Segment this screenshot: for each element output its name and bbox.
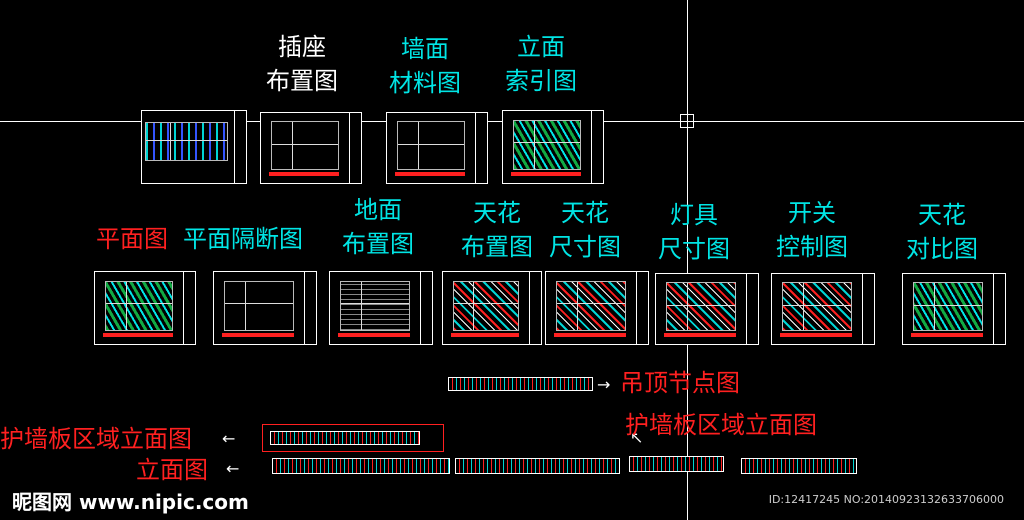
ceiling-dimension-label: 天花 尺寸图	[549, 196, 621, 264]
label-line: 天花	[561, 199, 609, 227]
drawing-sheet-ceiling-layout[interactable]	[442, 271, 542, 345]
label-line: 材料图	[389, 69, 461, 97]
label-line: 天花	[473, 199, 521, 227]
label-line: 索引图	[505, 67, 577, 95]
wainscot-elevation-label-right: 护墙板区域立面图	[625, 411, 817, 439]
elevation-sheet-strip-2[interactable]	[455, 458, 620, 474]
drawing-sheet-ceiling-dimension[interactable]	[545, 271, 649, 345]
drawing-sheet-wall-material[interactable]	[386, 112, 488, 184]
label-line: 立面	[517, 33, 565, 61]
drawing-sheet-floor-layout[interactable]	[329, 271, 433, 345]
ceiling-layout-label: 天花 布置图	[461, 196, 533, 264]
left-arrow-icon: ←	[222, 429, 236, 448]
elevation-index-label: 立面 索引图	[505, 30, 577, 98]
right-arrow-icon: →	[597, 375, 611, 394]
cursor-pickbox-icon	[680, 114, 694, 128]
diagonal-arrow-icon: ↖	[630, 428, 644, 447]
site-watermark: 昵图网 www.nipic.com	[12, 490, 249, 514]
label-line: 尺寸图	[658, 235, 730, 263]
elevation-label: 立面图	[136, 456, 208, 484]
drawing-sheet-lamp-dimension[interactable]	[655, 273, 759, 345]
elevation-sheet-strip-3[interactable]	[629, 456, 724, 472]
label-line: 布置图	[342, 230, 414, 258]
elevation-sheet-strip-4[interactable]	[741, 458, 857, 474]
image-id-text: ID:12417245 NO:20140923132633706000	[768, 493, 1004, 506]
label-line: 布置图	[461, 233, 533, 261]
wainscot-elevation-label-left: 护墙板区域立面图	[0, 425, 192, 453]
label-line: 对比图	[906, 235, 978, 263]
drawing-sheet-floor-plan[interactable]	[94, 271, 196, 345]
socket-layout-label: 插座 布置图	[266, 30, 338, 98]
label-line: 尺寸图	[549, 233, 621, 261]
drawing-sheet-socket-layout[interactable]	[260, 112, 362, 184]
ceiling-compare-label: 天花 对比图	[906, 198, 978, 266]
drawing-sheet-schedule[interactable]	[141, 110, 247, 184]
wainscot-sheet-strip[interactable]	[270, 431, 420, 445]
floor-plan-label: 平面图	[96, 225, 168, 253]
drawing-sheet-elevation-index[interactable]	[502, 110, 604, 184]
label-line: 地面	[354, 196, 402, 224]
switch-control-label: 开关 控制图	[776, 196, 848, 264]
label-line: 控制图	[776, 233, 848, 261]
elevation-sheet-strip-1[interactable]	[272, 458, 450, 474]
label-line: 布置图	[266, 67, 338, 95]
label-line: 插座	[278, 33, 326, 61]
ceiling-node-label: 吊顶节点图	[620, 369, 740, 397]
lamp-dimension-label: 灯具 尺寸图	[658, 198, 730, 266]
left-arrow-icon: ←	[226, 459, 240, 478]
label-line: 墙面	[401, 35, 449, 63]
floor-layout-label: 地面 布置图	[342, 193, 414, 261]
drawing-sheet-ceiling-compare[interactable]	[902, 273, 1006, 345]
ceiling-node-sheet-strip[interactable]	[448, 377, 593, 391]
partition-plan-label: 平面隔断图	[183, 225, 303, 253]
label-line: 灯具	[670, 201, 718, 229]
label-line: 开关	[788, 199, 836, 227]
label-line: 天花	[918, 201, 966, 229]
wainscot-selection-box[interactable]	[262, 424, 444, 452]
crosshair-vertical	[687, 0, 688, 520]
drawing-sheet-switch-control[interactable]	[771, 273, 875, 345]
wall-material-label: 墙面 材料图	[389, 32, 461, 100]
drawing-sheet-partition-plan[interactable]	[213, 271, 317, 345]
